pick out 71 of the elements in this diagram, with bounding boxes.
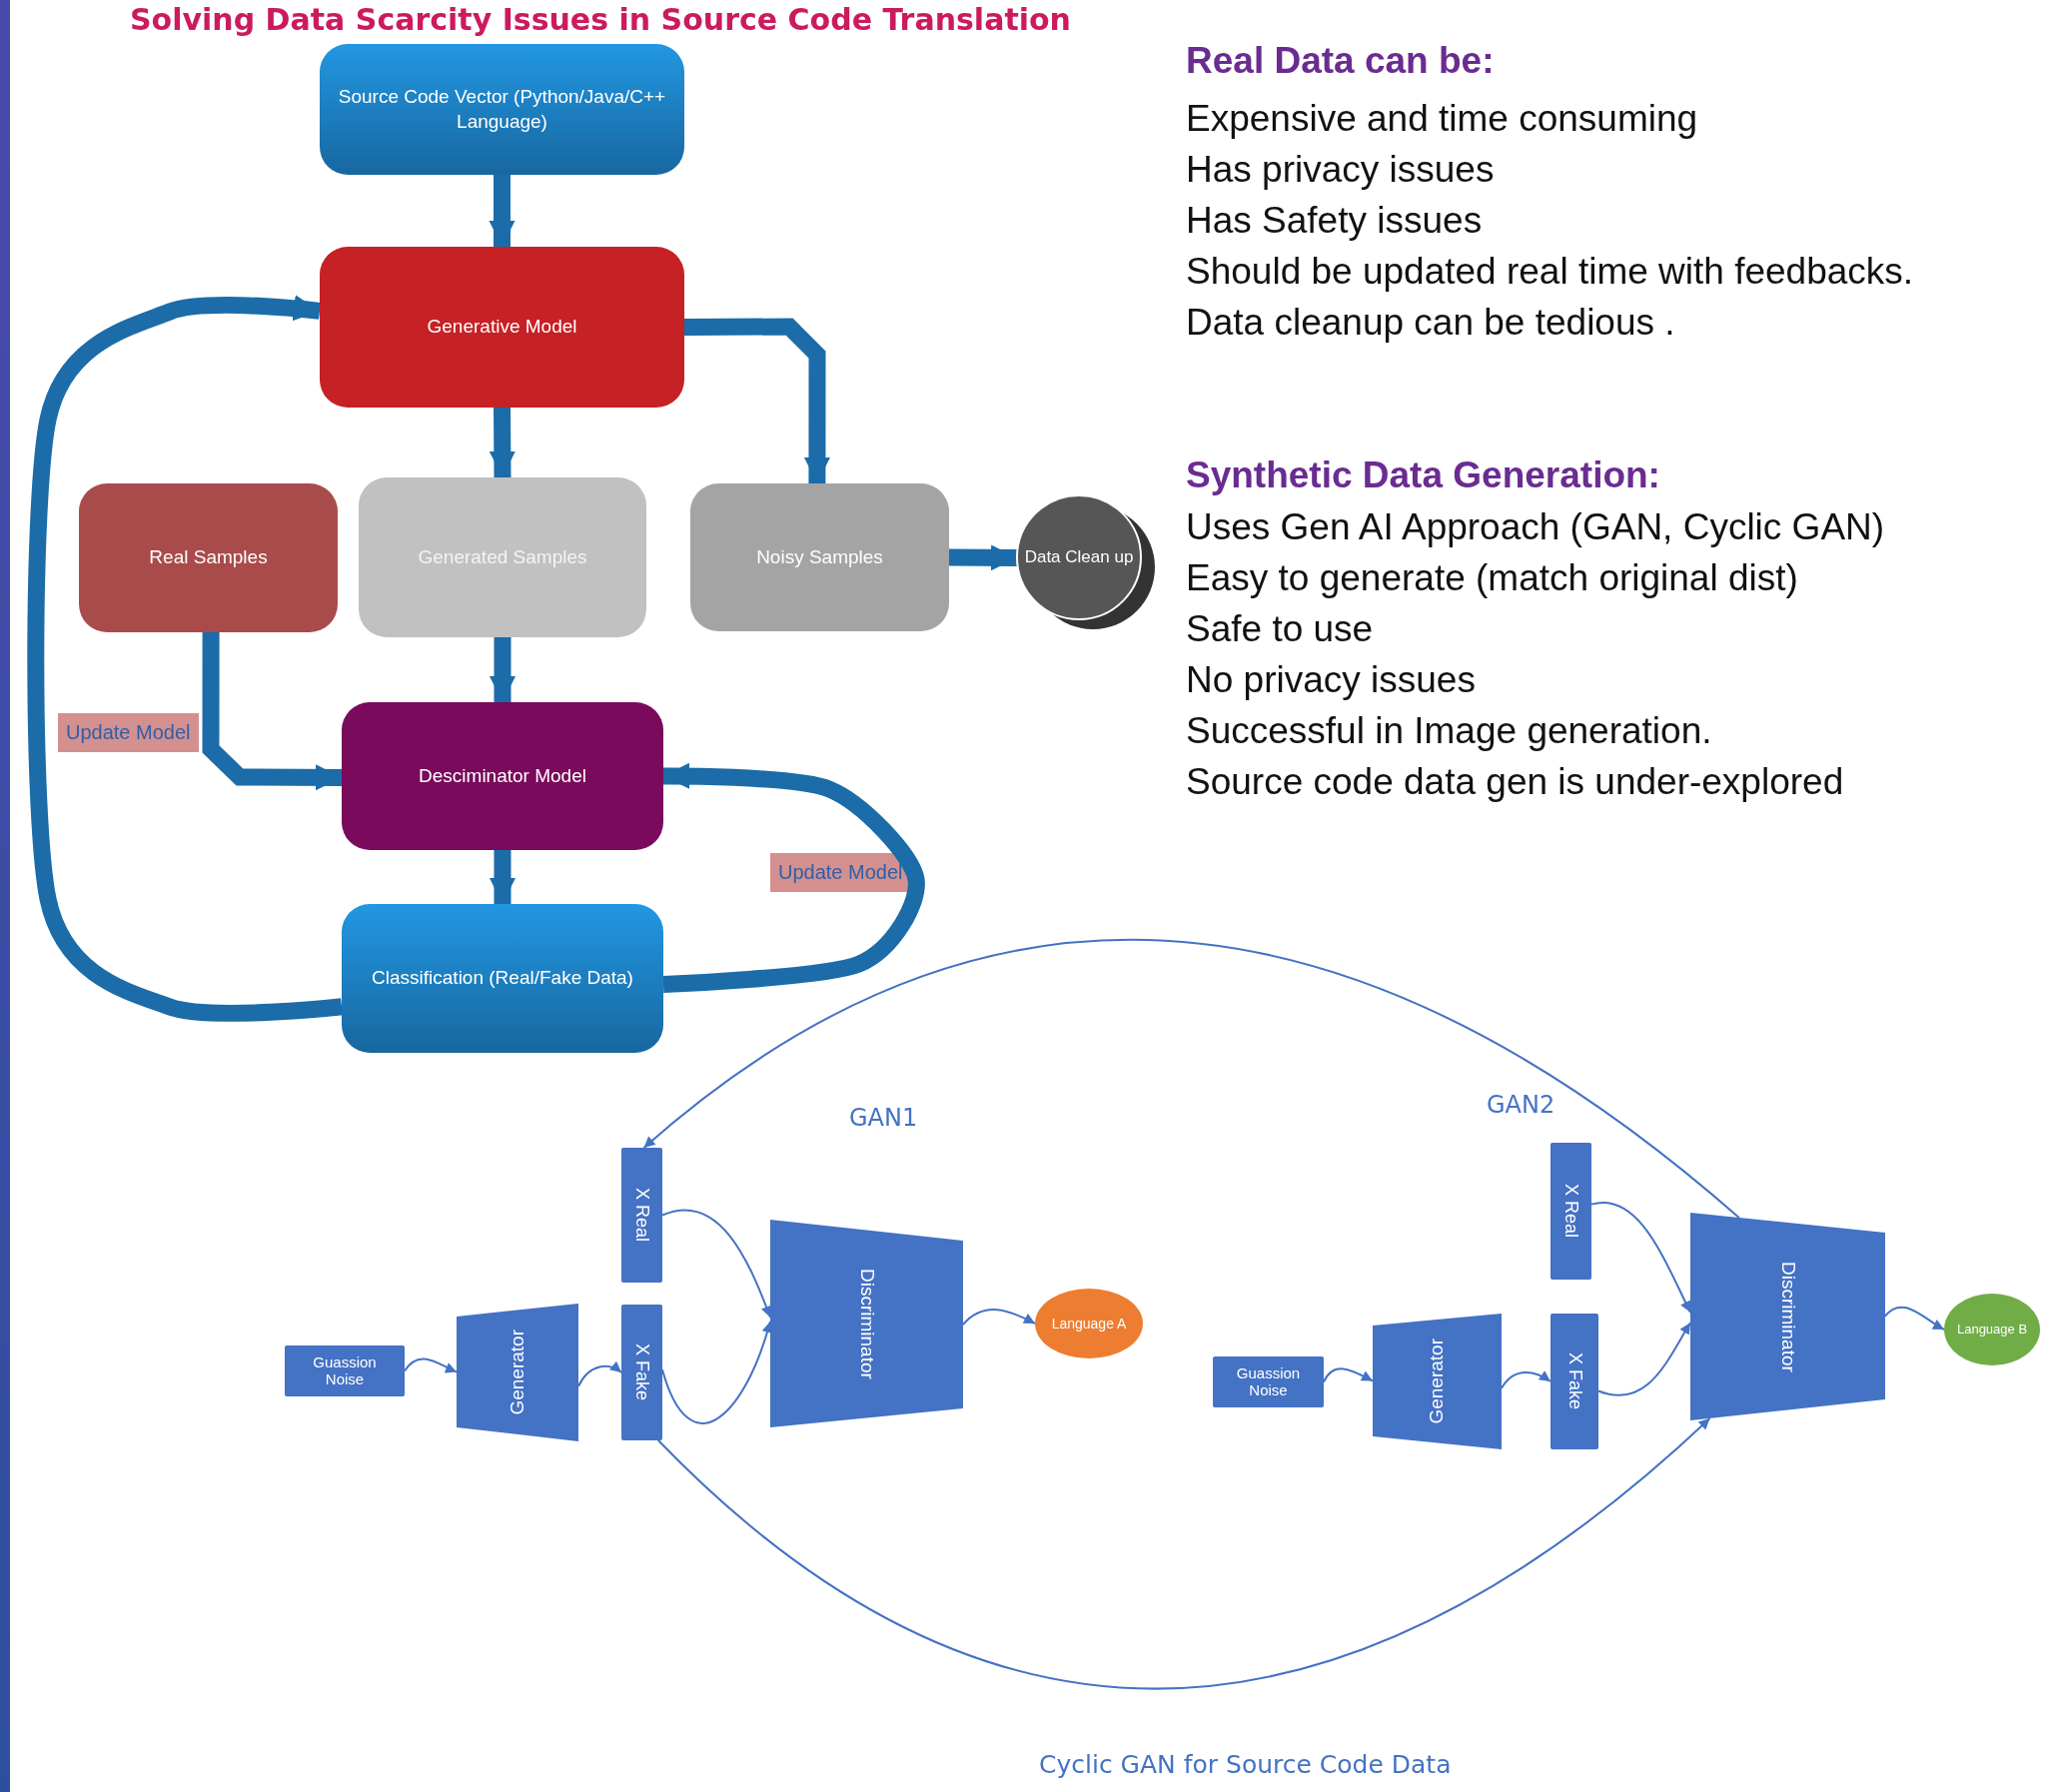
list-item-text: No privacy issues <box>1186 659 1476 701</box>
arrow <box>1884 1306 1945 1331</box>
box-label: X Fake <box>631 1344 654 1401</box>
arrow <box>577 1361 622 1387</box>
arrow <box>489 175 515 247</box>
box-label: Generator <box>1425 1339 1449 1424</box>
process-box <box>342 702 663 850</box>
box-label: Language A <box>1051 1314 1127 1334</box>
edge-label: Update Model <box>58 713 199 752</box>
input-block <box>1213 1356 1324 1407</box>
arrow <box>642 940 1740 1219</box>
arrow <box>948 544 1018 571</box>
box-label: Source Code Vector (Python/Java/C++ Language) <box>337 84 667 134</box>
list-item-text: Easy to generate (match original dist) <box>1186 557 1798 599</box>
data-block <box>621 1148 662 1283</box>
process-box <box>342 904 663 1053</box>
arrow <box>656 1416 1711 1690</box>
process-box <box>320 247 684 408</box>
box-label: Generator <box>505 1330 528 1415</box>
list-item-text: Uses Gen AI Approach (GAN, Cyclic GAN) <box>1186 506 1885 548</box>
box-label: Desciminator Model <box>419 763 586 788</box>
list-item-text: Source code data gen is under-explored <box>1186 761 1844 803</box>
gan-label: GAN2 <box>1487 1091 1555 1119</box>
list-item-text: Has Safety issues <box>1186 200 1483 242</box>
input-block <box>285 1345 405 1396</box>
arrow <box>1501 1370 1551 1389</box>
box-label: Discriminator <box>855 1268 879 1379</box>
arrow <box>962 1309 1036 1326</box>
box-label: Language B <box>1956 1321 2028 1339</box>
arrow <box>662 762 925 993</box>
list-item-text: Should be updated real time with feedbacks. <box>1186 251 1914 293</box>
data-block <box>621 1305 662 1440</box>
edge-label: Update Model <box>770 853 911 892</box>
arrow <box>202 632 343 791</box>
list-item-text: Safe to use <box>1186 608 1374 650</box>
gan-label: GAN1 <box>849 1104 918 1132</box>
data-block <box>1550 1143 1591 1280</box>
process-box <box>79 483 338 632</box>
arrow <box>404 1357 458 1373</box>
arrow <box>1323 1367 1374 1383</box>
box-label: Guassion Noise <box>312 1354 378 1387</box>
process-box <box>359 477 646 637</box>
box-label: Data Clean up <box>1024 545 1134 568</box>
box-label: Generative Model <box>427 315 577 340</box>
box-label: X Fake <box>1563 1352 1586 1410</box>
arrow <box>683 318 830 483</box>
list-item-text: Expensive and time consuming <box>1186 98 1698 140</box>
box-label: X Real <box>1560 1184 1583 1239</box>
section-heading: Synthetic Data Generation: <box>1186 454 1660 496</box>
list-item-text: Successful in Image generation. <box>1186 710 1712 752</box>
arrow <box>661 1209 772 1319</box>
box-label: Classification (Real/Fake Data) <box>372 966 633 991</box>
section-heading: Real Data can be: <box>1186 40 1495 82</box>
box-label: X Real <box>631 1188 654 1243</box>
arrow <box>490 637 515 702</box>
box-label: Discriminator <box>1776 1261 1800 1372</box>
box-label: Real Samples <box>149 545 268 570</box>
arrow <box>489 407 515 478</box>
process-box <box>320 44 684 175</box>
list-item-text: Data cleanup can be tedious . <box>1186 302 1675 344</box>
caption: Cyclic GAN for Source Code Data <box>1039 1750 1452 1779</box>
title: Solving Data Scarcity Issues in Source Code Translation <box>130 2 1071 37</box>
box-label: Guassion Noise <box>1235 1365 1302 1398</box>
box-label: Noisy Samples <box>756 544 883 569</box>
process-box <box>690 483 949 631</box>
list-item-text: Has privacy issues <box>1186 149 1495 191</box>
data-block <box>1550 1314 1598 1449</box>
arrow <box>1590 1202 1691 1314</box>
arrow <box>490 850 515 904</box>
arrow <box>27 295 343 1022</box>
arrow <box>1597 1322 1691 1396</box>
